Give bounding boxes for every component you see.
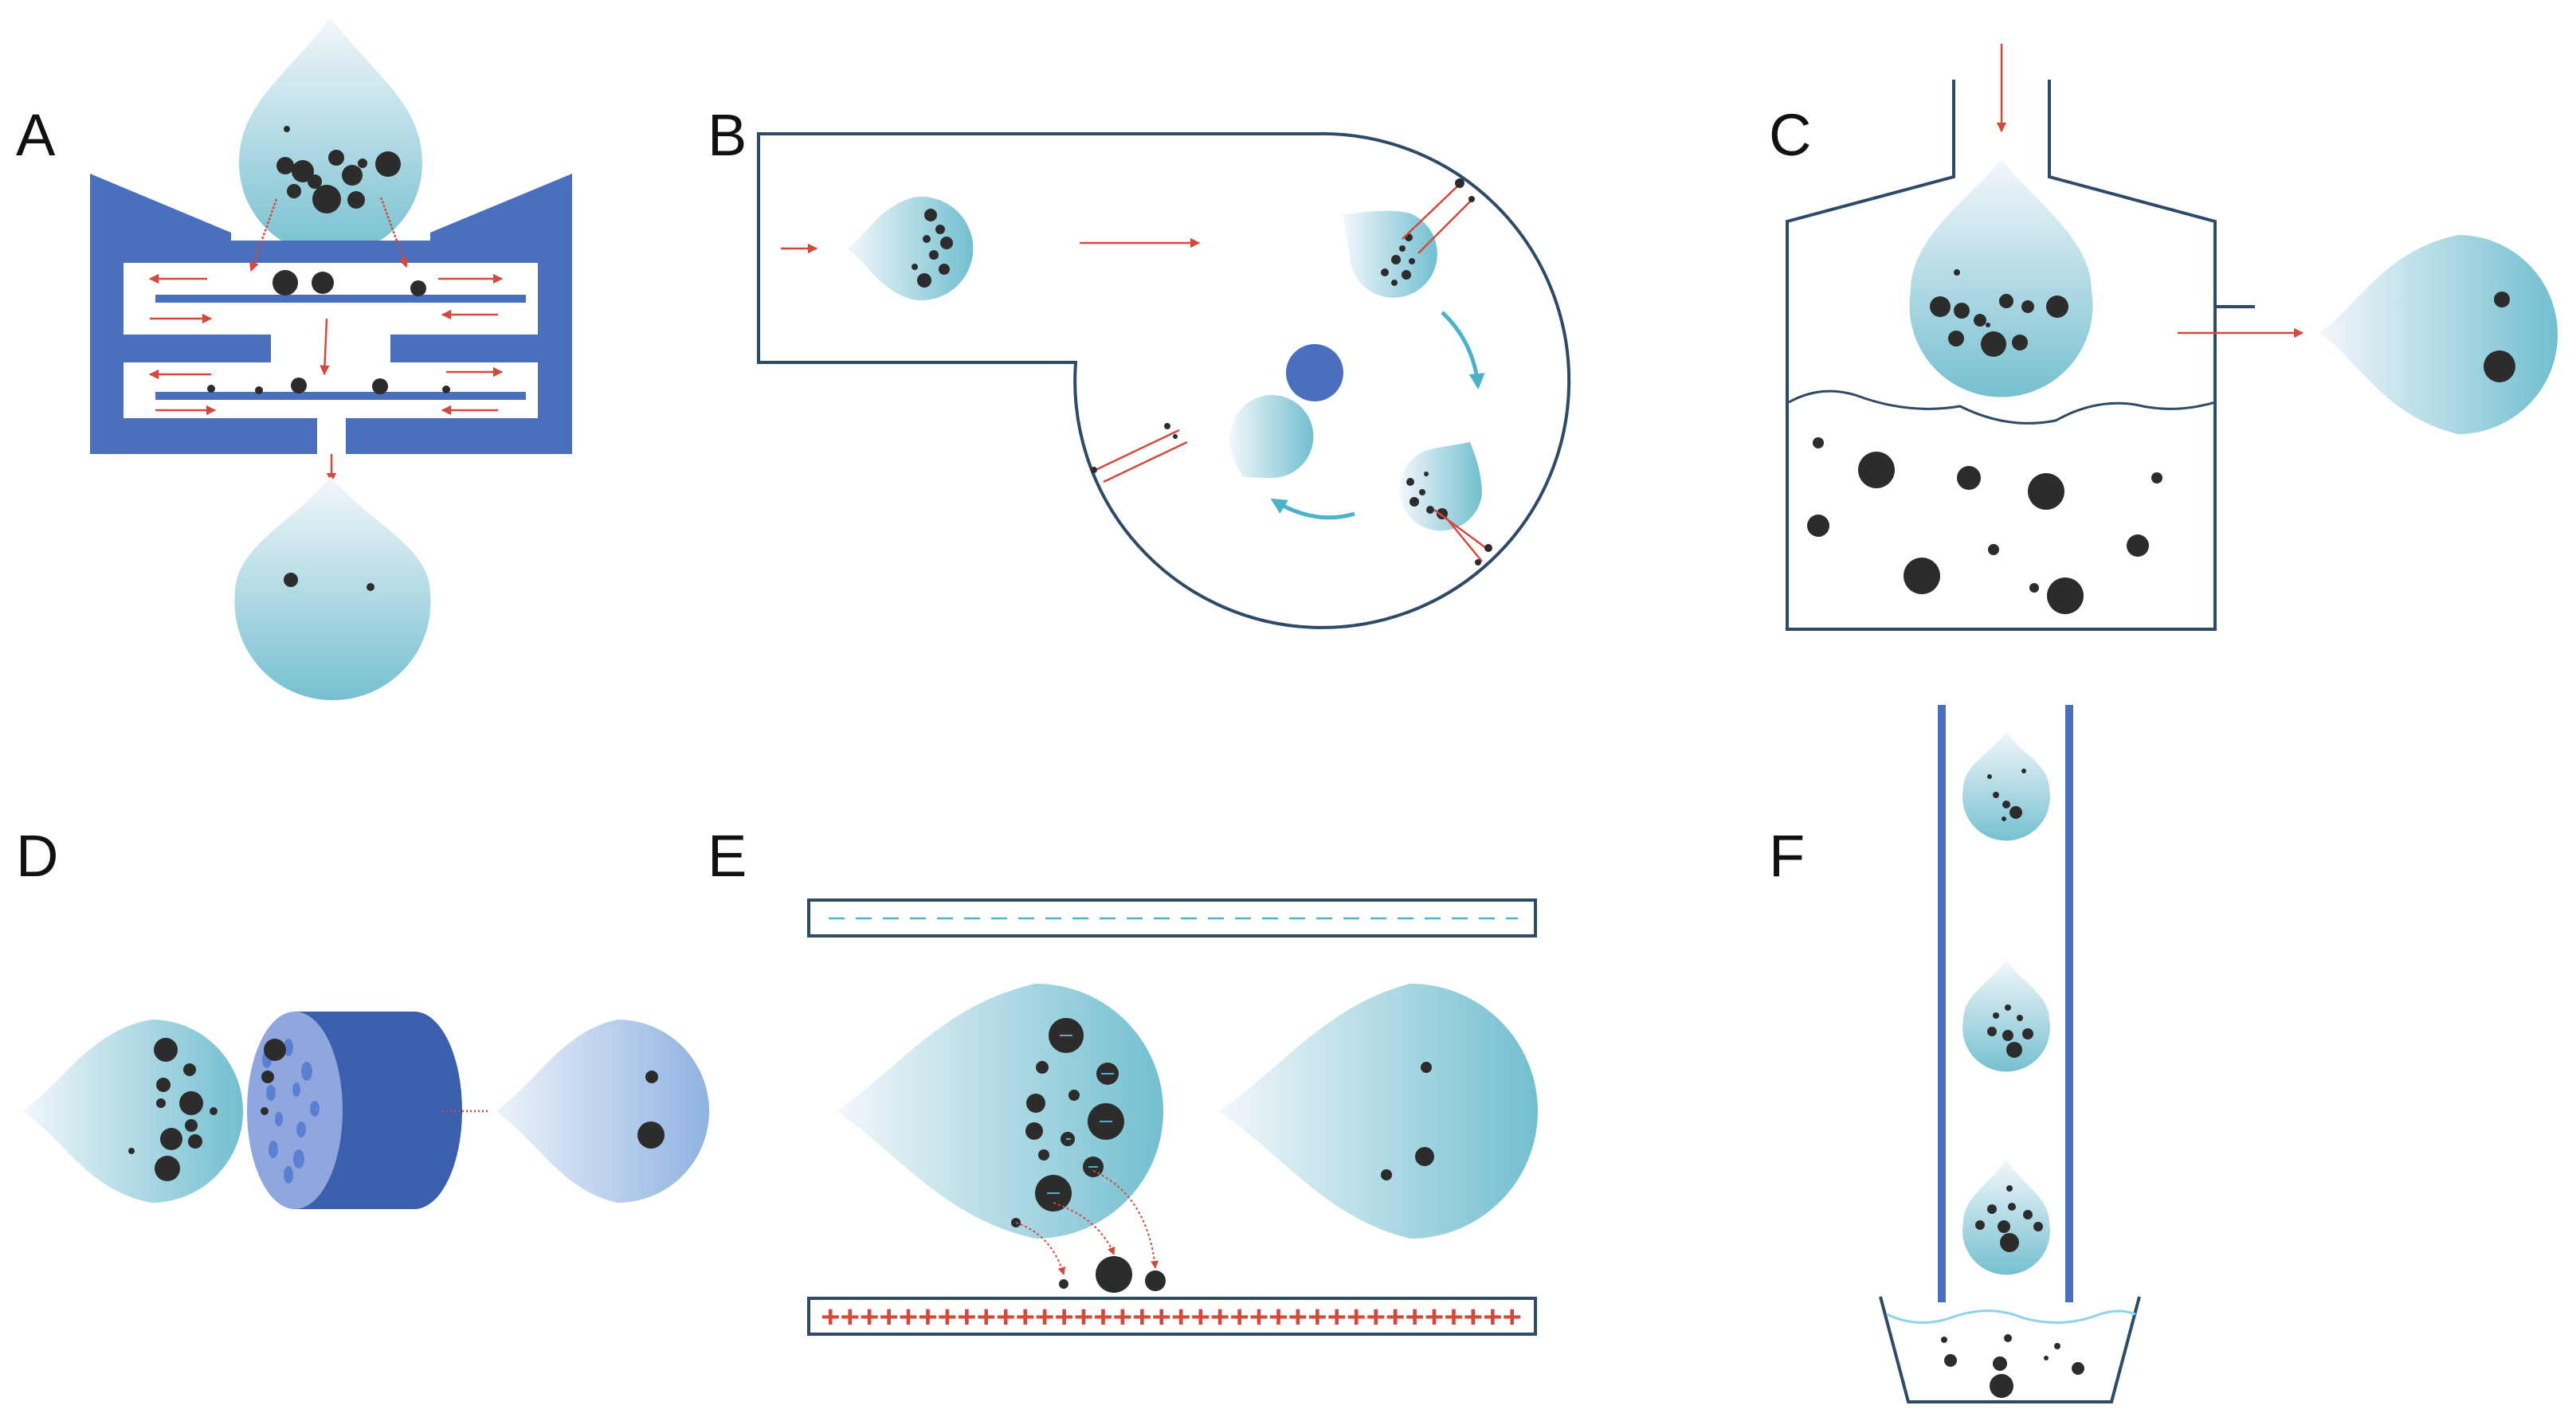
panel-label-f: F [1769, 823, 1805, 889]
panel-label-c: C [1769, 102, 1811, 168]
panel-e: E ++++++++++++++++++++++++++++++++++++ [708, 823, 1538, 1336]
droplet-fall-3-icon [1962, 1159, 2050, 1275]
droplet-swirl-1-icon [1343, 210, 1437, 298]
collected-particles-f [1941, 1334, 2084, 1398]
panel-c: C [1769, 44, 2558, 631]
ejection-arrows-b2 [1433, 508, 1487, 562]
retained-particles-a [207, 270, 450, 394]
ejection-arrows-b3 [1095, 429, 1188, 483]
droplet-filtrate-d-icon [496, 1020, 709, 1203]
rotation-arrow-right-icon [1441, 311, 1485, 389]
flow-arrows-b [781, 237, 1201, 254]
droplet-fall-2-icon [1962, 960, 2050, 1072]
electrode-positive-plate [807, 1297, 1537, 1336]
droplet-charged-e-icon [837, 984, 1163, 1239]
droplet-clean-e-icon [1219, 984, 1538, 1239]
droplet-swirl-2-icon [1399, 442, 1482, 531]
droplet-inlet-b-icon [846, 197, 974, 300]
collection-vessel [1879, 1296, 2141, 1403]
particles-inlet-b [912, 209, 953, 288]
panel-label-e: E [708, 823, 747, 889]
panel-b: B [708, 102, 1571, 629]
gravity-settler-outline [1786, 80, 2217, 631]
positive-charge-signs: ++++++++++++++++++++++++++++++++++++ [821, 1301, 1522, 1334]
liquid-interface-c [1788, 389, 2216, 425]
particles-settling-droplet [1930, 269, 2068, 357]
collection-liquid-surface [1886, 1309, 2136, 1324]
droplet-swirl-3-icon [1229, 395, 1314, 479]
droplet-feed-icon [239, 18, 422, 255]
particle-cluster-feed [276, 126, 401, 213]
droplet-clean-c-icon [2319, 235, 2558, 434]
deposited-particles-e [1059, 1256, 1166, 1293]
panel-label-b: B [708, 102, 747, 168]
panel-a: A [16, 18, 572, 701]
particles-trapped-d [261, 1039, 286, 1115]
rotation-arrow-left-icon [1270, 498, 1355, 520]
column-wall-right [2065, 705, 2073, 1302]
droplet-fall-1-icon [1962, 731, 2050, 841]
panel-d: D [16, 823, 709, 1209]
flow-arrows-a [148, 197, 504, 483]
cyclone-core [1286, 344, 1343, 401]
filter-pores [262, 1039, 320, 1184]
sediment-particles-c [1807, 437, 2162, 614]
panel-label-a: A [16, 102, 56, 168]
deposition-arrows-e [1015, 1170, 1159, 1275]
column-wall-left [1938, 705, 1946, 1302]
membrane-lower [155, 392, 526, 400]
droplet-filtrate-icon [234, 476, 431, 701]
panel-f: F [1769, 705, 2141, 1403]
membrane-upper [155, 295, 526, 303]
cyclone-chamber-outline [757, 131, 1571, 629]
droplet-settling-icon [1909, 159, 2093, 397]
negative-charge-marks [1047, 1035, 1114, 1194]
ejection-arrows-b1 [1402, 185, 1471, 254]
panel-label-d: D [16, 823, 58, 889]
electrode-negative-plate [807, 898, 1537, 937]
cylinder-filter-body [295, 1012, 462, 1209]
particles-feed-d [128, 1038, 218, 1181]
